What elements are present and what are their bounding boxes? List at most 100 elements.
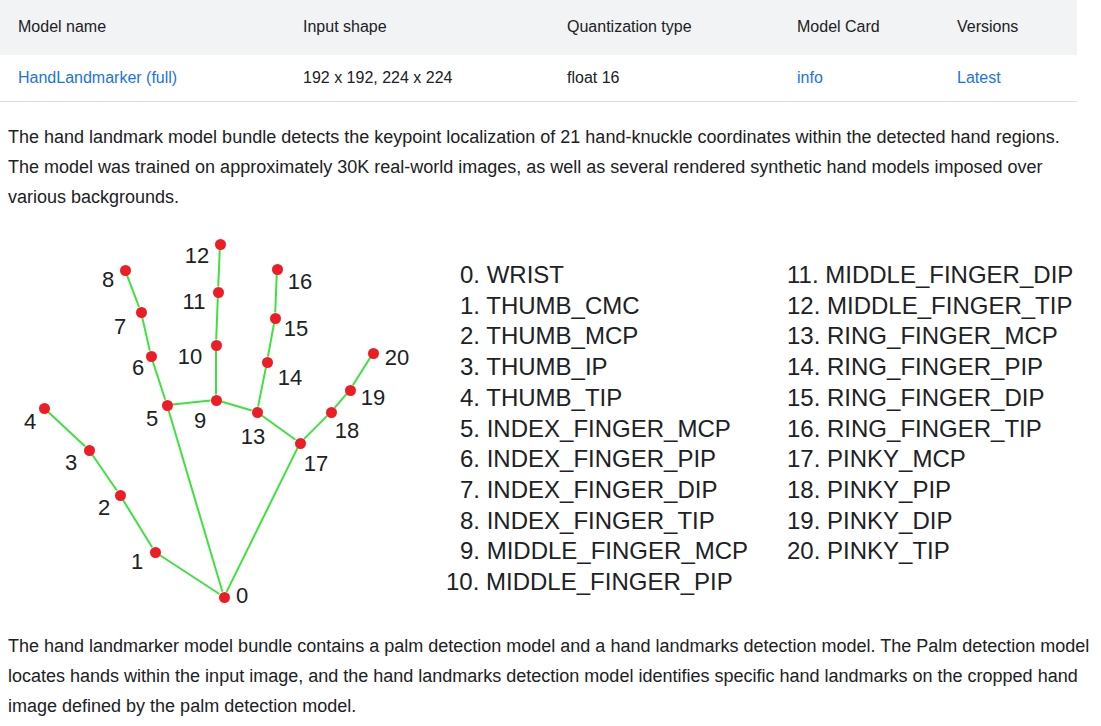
landmark-dot: 14: [262, 357, 273, 368]
landmark-dot: 4: [39, 403, 50, 414]
landmark-number: 0: [236, 585, 248, 607]
landmark-number: 17: [304, 453, 328, 475]
table-link: HandLandmarker (full): [18, 68, 177, 88]
landmark-dot: 3: [84, 445, 95, 456]
paragraph: The hand landmark model bundle detects t…: [8, 122, 1093, 212]
landmark-name: 7. INDEX_FINGER_DIP: [460, 474, 717, 506]
landmark-name: 20. PINKY_TIP: [787, 535, 950, 567]
landmark-dot: 19: [345, 385, 356, 396]
bone-line: [160, 555, 220, 594]
bone-line: [218, 249, 220, 286]
bone-line: [335, 394, 347, 408]
bone-line: [304, 416, 327, 439]
landmark-dot: 20: [368, 348, 379, 359]
table-cell: float 16: [567, 68, 619, 88]
paragraph: The hand landmarker model bundle contain…: [8, 631, 1093, 721]
landmark-number: 6: [132, 357, 144, 379]
landmark-number: 2: [98, 497, 110, 519]
landmark-dot: 10: [211, 340, 222, 351]
landmark-number: 5: [146, 408, 158, 430]
landmark-name: 9. MIDDLE_FINGER_MCP: [460, 535, 748, 567]
landmark-number: 4: [24, 411, 36, 433]
landmark-name: 13. RING_FINGER_MCP: [787, 320, 1058, 352]
landmark-dot: 12: [215, 239, 226, 250]
table-header: Model Card: [797, 17, 880, 37]
table-header: Versions: [957, 17, 1018, 37]
landmark-name: 4. THUMB_TIP: [460, 382, 622, 414]
landmark-name: 16. RING_FINGER_TIP: [787, 413, 1042, 445]
landmark-dot: 17: [295, 438, 306, 449]
landmark-number: 15: [284, 318, 308, 340]
bone-line: [275, 274, 277, 312]
landmark-number: 7: [114, 316, 126, 338]
bone-line: [215, 351, 217, 395]
table-cell: 192 x 192, 224 x 224: [303, 68, 452, 88]
landmark-name: 12. MIDDLE_FINGER_TIP: [787, 290, 1072, 322]
landmark-name: 14. RING_FINGER_PIP: [787, 351, 1043, 383]
landmark-dot: 0: [219, 592, 230, 603]
landmark-number: 14: [278, 367, 302, 389]
landmark-name: 2. THUMB_MCP: [460, 320, 638, 352]
landmark-dot: 11: [213, 287, 224, 298]
landmark-number: 20: [385, 347, 409, 369]
bone-line: [268, 323, 274, 356]
landmark-number: 10: [178, 346, 202, 368]
bone-line: [172, 401, 210, 405]
table-header-band: [0, 0, 1077, 55]
landmark-name: 1. THUMB_CMC: [460, 290, 640, 322]
landmark-number: 18: [335, 420, 359, 442]
landmark-number: 1: [131, 551, 143, 573]
landmark-name: 15. RING_FINGER_DIP: [787, 382, 1044, 414]
bone-line: [142, 317, 150, 350]
landmark-dot: 8: [120, 265, 131, 276]
landmark-number: 3: [65, 452, 77, 474]
landmark-number: 8: [102, 269, 114, 291]
landmark-name: 18. PINKY_PIP: [787, 474, 951, 506]
landmark-name: 10. MIDDLE_FINGER_PIP: [446, 566, 733, 598]
landmark-name: 6. INDEX_FINGER_PIP: [460, 443, 716, 475]
landmark-dot: 1: [150, 547, 161, 558]
table-link: Latest: [957, 68, 1001, 88]
landmark-dot: 9: [211, 395, 222, 406]
bone-line: [258, 367, 266, 406]
bone-line: [169, 410, 223, 591]
landmark-name: 3. THUMB_IP: [460, 351, 608, 383]
bone-line: [221, 402, 251, 411]
landmark-dot: 13: [252, 407, 263, 418]
table-link: info: [797, 68, 823, 88]
landmark-number: 13: [241, 426, 265, 448]
landmark-dot: 5: [162, 400, 173, 411]
table-header: Model name: [18, 17, 106, 37]
landmark-dot: 7: [136, 307, 147, 318]
landmark-name: 19. PINKY_DIP: [787, 505, 952, 537]
landmark-name: 17. PINKY_MCP: [787, 443, 966, 475]
bone-line: [92, 455, 117, 491]
landmark-number: 19: [361, 387, 385, 409]
landmark-number: 11: [183, 291, 206, 313]
landmark-name: 8. INDEX_FINGER_TIP: [460, 505, 715, 537]
landmark-name: 11. MIDDLE_FINGER_DIP: [787, 259, 1073, 291]
table-header: Input shape: [303, 17, 387, 37]
bone-line: [261, 415, 295, 440]
table-header: Quantization type: [567, 17, 692, 37]
bone-line: [127, 275, 139, 307]
landmark-number: 9: [194, 410, 206, 432]
bone-line: [226, 448, 297, 592]
bone-line: [153, 361, 166, 400]
landmark-dot: 15: [270, 313, 281, 324]
bone-line: [48, 412, 85, 446]
bone-line: [123, 500, 152, 548]
landmark-name: 0. WRIST: [460, 259, 564, 291]
table-row-rule: [0, 101, 1077, 102]
bone-line: [216, 297, 218, 339]
bone-line: [353, 358, 370, 386]
landmark-name: 5. INDEX_FINGER_MCP: [460, 413, 731, 445]
landmark-number: 16: [288, 271, 312, 293]
landmark-dot: 18: [326, 407, 337, 418]
landmark-dot: 6: [146, 351, 157, 362]
landmark-dot: 2: [115, 490, 126, 501]
landmark-number: 12: [185, 245, 209, 267]
